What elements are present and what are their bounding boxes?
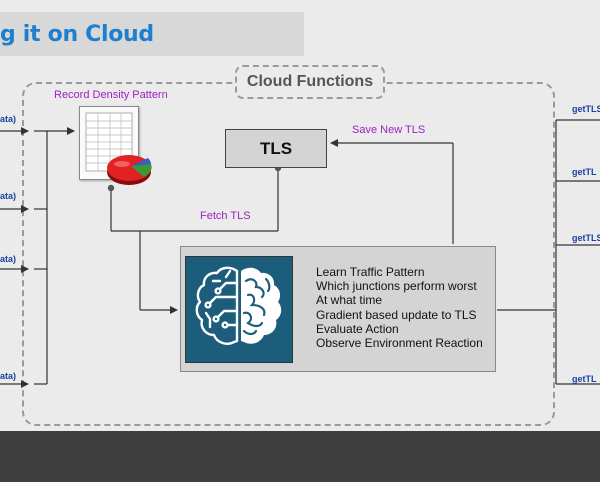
- input-label: ata): [0, 114, 17, 124]
- feature-item: Learn Traffic Pattern: [316, 265, 425, 279]
- output-label: getTLS: [572, 104, 600, 114]
- page-title: g it on Cloud: [0, 22, 154, 47]
- tls-box: TLS: [225, 129, 327, 168]
- title-bar: [0, 12, 304, 56]
- pie-chart-icon: [107, 155, 152, 185]
- brain-icon: [185, 256, 293, 363]
- output-label: getTL: [572, 167, 597, 177]
- footer-bar: [0, 431, 600, 482]
- cloud-functions-label: Cloud Functions: [235, 65, 385, 99]
- feature-item: Which junctions perform worst: [316, 279, 477, 294]
- feature-list: Learn Traffic Pattern Which junctions pe…: [316, 265, 483, 350]
- record-density-label: Record Density Pattern: [54, 89, 168, 101]
- feature-item: At what time: [316, 293, 383, 308]
- fetch-tls-label: Fetch TLS: [200, 210, 251, 222]
- feature-item: Gradient based update to TLS: [316, 307, 477, 322]
- output-label: getTL: [572, 374, 597, 384]
- input-label: ata): [0, 371, 17, 381]
- output-label: getTLS: [572, 233, 600, 243]
- feature-item: Observe Environment Reaction: [316, 335, 483, 350]
- input-label: ata): [0, 191, 17, 201]
- input-label: ata): [0, 254, 17, 264]
- save-tls-label: Save New TLS: [352, 124, 426, 136]
- feature-item: Evaluate Action: [316, 321, 399, 336]
